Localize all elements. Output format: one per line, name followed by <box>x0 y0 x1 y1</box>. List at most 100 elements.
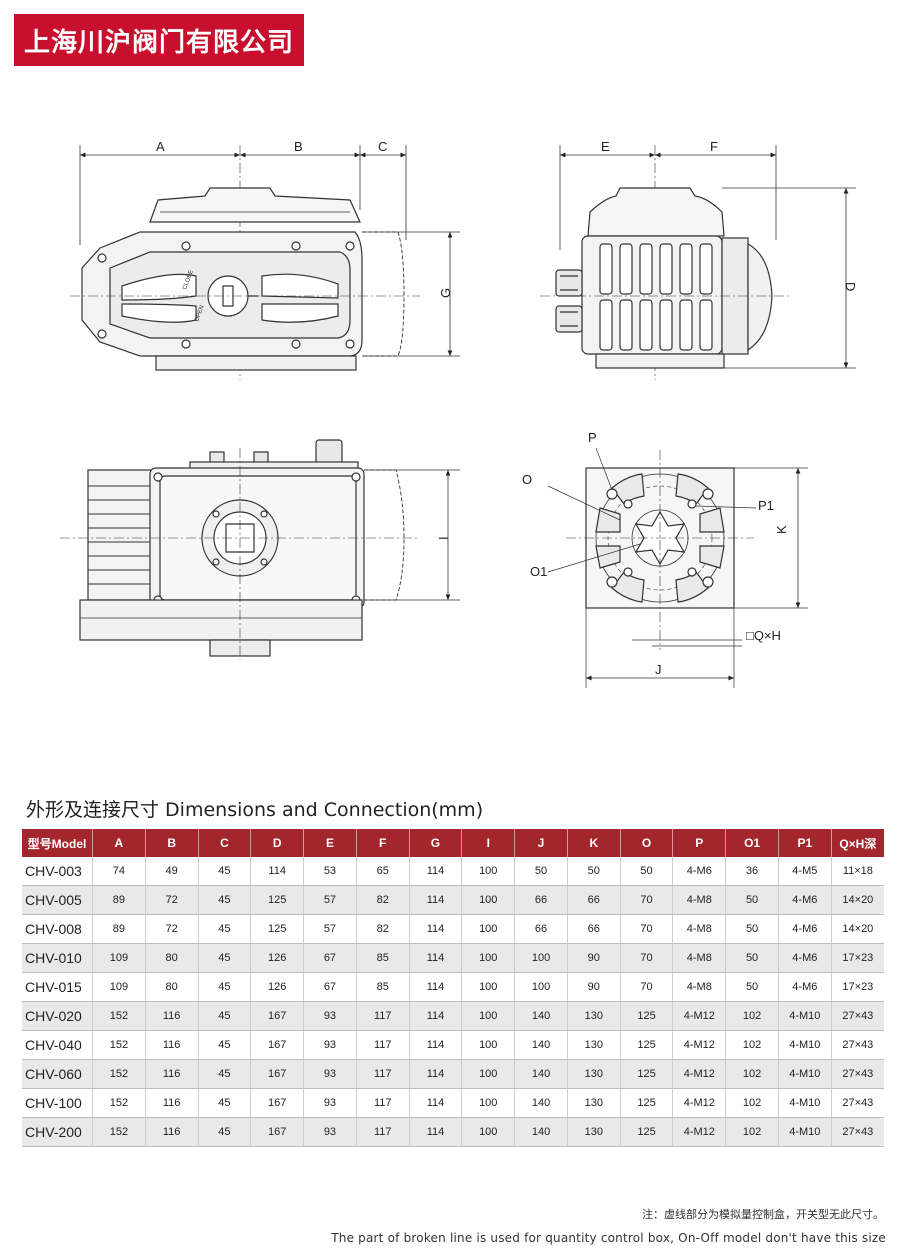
value-cell: 140 <box>514 1088 568 1118</box>
value-cell: 130 <box>566 1117 621 1147</box>
value-cell: 53 <box>303 857 357 886</box>
value-cell: 130 <box>566 1030 621 1060</box>
side-view-screws <box>97 241 355 349</box>
value-cell: 4-M8 <box>672 972 726 1002</box>
value-cell: 90 <box>566 972 621 1002</box>
value-cell: 93 <box>303 1117 357 1147</box>
value-cell: 66 <box>566 885 621 915</box>
footnote-english: The part of broken line is used for quan… <box>331 1231 886 1245</box>
value-cell: 100 <box>461 1088 515 1118</box>
value-cell: 93 <box>303 1059 357 1089</box>
value-cell: 50 <box>725 914 779 944</box>
value-cell: 100 <box>461 914 515 944</box>
value-cell: 102 <box>725 1117 779 1147</box>
value-cell: 4-M10 <box>777 1059 832 1089</box>
value-cell: 100 <box>514 972 568 1002</box>
value-cell: 125 <box>619 1001 673 1031</box>
value-cell: 102 <box>725 1088 779 1118</box>
value-cell: 93 <box>303 1001 357 1031</box>
column-header: D <box>250 829 304 857</box>
value-cell: 50 <box>725 943 779 973</box>
value-cell: 74 <box>92 857 146 886</box>
value-cell: 125 <box>250 885 304 915</box>
value-cell: 93 <box>303 1088 357 1118</box>
value-cell: 70 <box>619 885 673 915</box>
value-cell: 4-M8 <box>672 914 726 944</box>
column-header: 型号Model <box>22 829 93 857</box>
value-cell: 14×20 <box>830 914 884 944</box>
model-cell: CHV-003 <box>22 857 93 886</box>
value-cell: 126 <box>250 972 304 1002</box>
value-cell: 114 <box>408 1117 462 1147</box>
value-cell: 45 <box>197 914 251 944</box>
value-cell: 45 <box>197 1001 251 1031</box>
value-cell: 114 <box>408 914 462 944</box>
value-cell: 66 <box>514 914 568 944</box>
value-cell: 89 <box>92 914 146 944</box>
value-cell: 45 <box>197 1117 251 1147</box>
value-cell: 4-M6 <box>777 914 832 944</box>
model-cell: CHV-010 <box>22 943 93 973</box>
value-cell: 114 <box>408 972 462 1002</box>
value-cell: 130 <box>566 1088 621 1118</box>
dim-label-c: C <box>378 139 387 154</box>
value-cell: 4-M6 <box>672 857 726 886</box>
value-cell: 4-M12 <box>672 1088 726 1118</box>
column-header: O1 <box>725 829 779 857</box>
value-cell: 140 <box>514 1001 568 1031</box>
column-header: P1 <box>777 829 832 857</box>
value-cell: 152 <box>92 1030 146 1060</box>
value-cell: 100 <box>461 972 515 1002</box>
value-cell: 167 <box>250 1117 304 1147</box>
value-cell: 109 <box>92 972 146 1002</box>
value-cell: 70 <box>619 972 673 1002</box>
value-cell: 45 <box>197 1059 251 1089</box>
value-cell: 117 <box>355 1030 410 1060</box>
value-cell: 65 <box>355 857 410 886</box>
value-cell: 102 <box>725 1059 779 1089</box>
value-cell: 57 <box>303 885 357 915</box>
value-cell: 140 <box>514 1059 568 1089</box>
value-cell: 85 <box>355 972 410 1002</box>
value-cell: 50 <box>725 885 779 915</box>
value-cell: 45 <box>197 972 251 1002</box>
value-cell: 27×43 <box>830 1001 884 1031</box>
value-cell: 140 <box>514 1030 568 1060</box>
value-cell: 4-M10 <box>777 1117 832 1147</box>
value-cell: 82 <box>355 885 410 915</box>
value-cell: 114 <box>250 857 304 886</box>
value-cell: 117 <box>355 1059 410 1089</box>
value-cell: 102 <box>725 1030 779 1060</box>
column-header: C <box>197 829 251 857</box>
value-cell: 4-M12 <box>672 1059 726 1089</box>
flange-label-qh: □Q×H <box>746 628 781 643</box>
value-cell: 67 <box>303 972 357 1002</box>
value-cell: 125 <box>619 1030 673 1060</box>
value-cell: 114 <box>408 943 462 973</box>
column-header: J <box>514 829 568 857</box>
dim-label-b: B <box>294 139 303 154</box>
dimension-drawings: OPEN CLOSE A B C G <box>60 139 858 688</box>
bottom-view-drawing <box>60 439 460 660</box>
value-cell: 167 <box>250 1030 304 1060</box>
value-cell: 36 <box>725 857 779 886</box>
value-cell: 4-M12 <box>672 1030 726 1060</box>
value-cell: 27×43 <box>830 1088 884 1118</box>
value-cell: 4-M12 <box>672 1001 726 1031</box>
value-cell: 116 <box>144 1088 199 1118</box>
column-header: B <box>144 829 199 857</box>
value-cell: 114 <box>408 1059 462 1089</box>
value-cell: 125 <box>619 1117 673 1147</box>
column-header: O <box>619 829 673 857</box>
side-panel-open: OPEN <box>194 305 205 323</box>
value-cell: 4-M6 <box>777 972 832 1002</box>
value-cell: 45 <box>197 1030 251 1060</box>
model-cell: CHV-005 <box>22 885 93 915</box>
value-cell: 114 <box>408 1030 462 1060</box>
